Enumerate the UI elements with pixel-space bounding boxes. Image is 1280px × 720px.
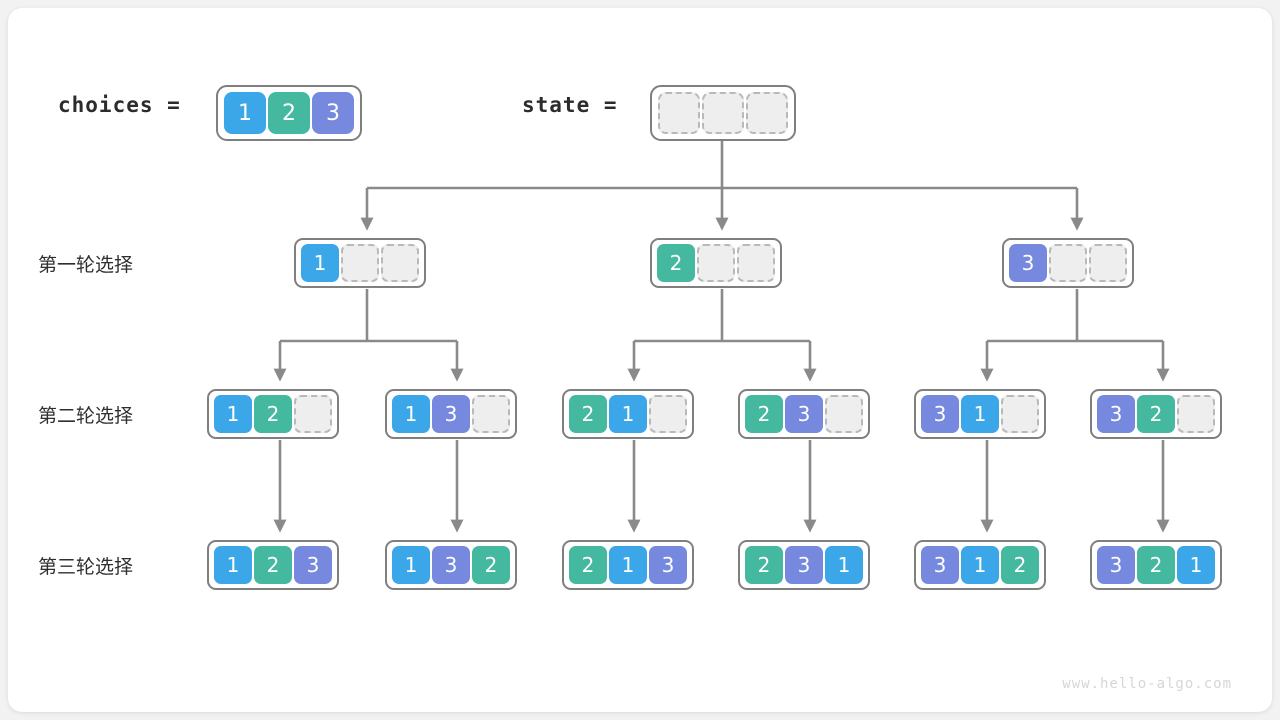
- array-cell-filled: 1: [1177, 546, 1215, 584]
- array-cell-filled: 3: [1009, 244, 1047, 282]
- array-cell-empty: [825, 395, 863, 433]
- tree-node: 2: [650, 238, 782, 288]
- array-cell-empty: [1049, 244, 1087, 282]
- array-cell-empty: [697, 244, 735, 282]
- array-cell-filled: 1: [961, 546, 999, 584]
- row-label-round-1: 第一轮选择: [38, 254, 134, 276]
- array-cell-empty: [649, 395, 687, 433]
- array-cell-filled: 1: [301, 244, 339, 282]
- state-array: [650, 85, 796, 141]
- array-cell-filled: 2: [569, 395, 607, 433]
- row-label-round-2: 第二轮选择: [38, 405, 134, 427]
- array-cell-filled: 3: [294, 546, 332, 584]
- state-array-node: 1: [294, 238, 426, 288]
- state-array-node: 2: [650, 238, 782, 288]
- array-cell-filled: 3: [785, 546, 823, 584]
- array-cell-empty: [341, 244, 379, 282]
- row-label-round-3: 第三轮选择: [38, 556, 134, 578]
- array-cell-empty: [746, 92, 788, 134]
- tree-node: 1: [294, 238, 426, 288]
- array-cell-filled: 1: [825, 546, 863, 584]
- array-cell-filled: 1: [224, 92, 266, 134]
- array-cell-filled: 1: [392, 395, 430, 433]
- array-cell-filled: 2: [569, 546, 607, 584]
- array-cell-filled: 1: [609, 395, 647, 433]
- array-cell-filled: 1: [214, 546, 252, 584]
- array-cell-filled: 3: [432, 395, 470, 433]
- array-cell-filled: 3: [312, 92, 354, 134]
- array-cell-empty: [1177, 395, 1215, 433]
- diagram-card: [8, 8, 1272, 712]
- state-array-node: 3: [1002, 238, 1134, 288]
- array-cell-empty: [737, 244, 775, 282]
- array-cell-filled: 2: [254, 395, 292, 433]
- array-cell-filled: 3: [1097, 395, 1135, 433]
- array-cell-filled: 2: [1001, 546, 1039, 584]
- array-cell-filled: 3: [921, 546, 959, 584]
- array-cell-empty: [472, 395, 510, 433]
- array-cell-filled: 1: [214, 395, 252, 433]
- array-cell-filled: 2: [657, 244, 695, 282]
- array-cell-filled: 2: [268, 92, 310, 134]
- array-cell-filled: 2: [1137, 395, 1175, 433]
- state-label: state =: [522, 93, 618, 117]
- array-cell-filled: 3: [432, 546, 470, 584]
- array-cell-empty: [294, 395, 332, 433]
- array-cell-empty: [1089, 244, 1127, 282]
- array-cell-filled: 3: [1097, 546, 1135, 584]
- array-cell-filled: 1: [609, 546, 647, 584]
- array-cell-filled: 2: [745, 395, 783, 433]
- array-cell-filled: 2: [745, 546, 783, 584]
- array-cell-empty: [1001, 395, 1039, 433]
- array-cell-empty: [381, 244, 419, 282]
- array-cell-empty: [658, 92, 700, 134]
- array-cell-filled: 3: [785, 395, 823, 433]
- tree-node: 3: [1002, 238, 1134, 288]
- array-cell-filled: 1: [392, 546, 430, 584]
- array-cell-filled: 3: [921, 395, 959, 433]
- array-cell-empty: [702, 92, 744, 134]
- watermark: www.hello-algo.com: [1062, 676, 1232, 692]
- array-cell-filled: 2: [254, 546, 292, 584]
- choices-label: choices =: [58, 93, 181, 117]
- array-cell-filled: 3: [649, 546, 687, 584]
- array-cell-filled: 2: [1137, 546, 1175, 584]
- array-cell-filled: 2: [472, 546, 510, 584]
- array-cell-filled: 1: [961, 395, 999, 433]
